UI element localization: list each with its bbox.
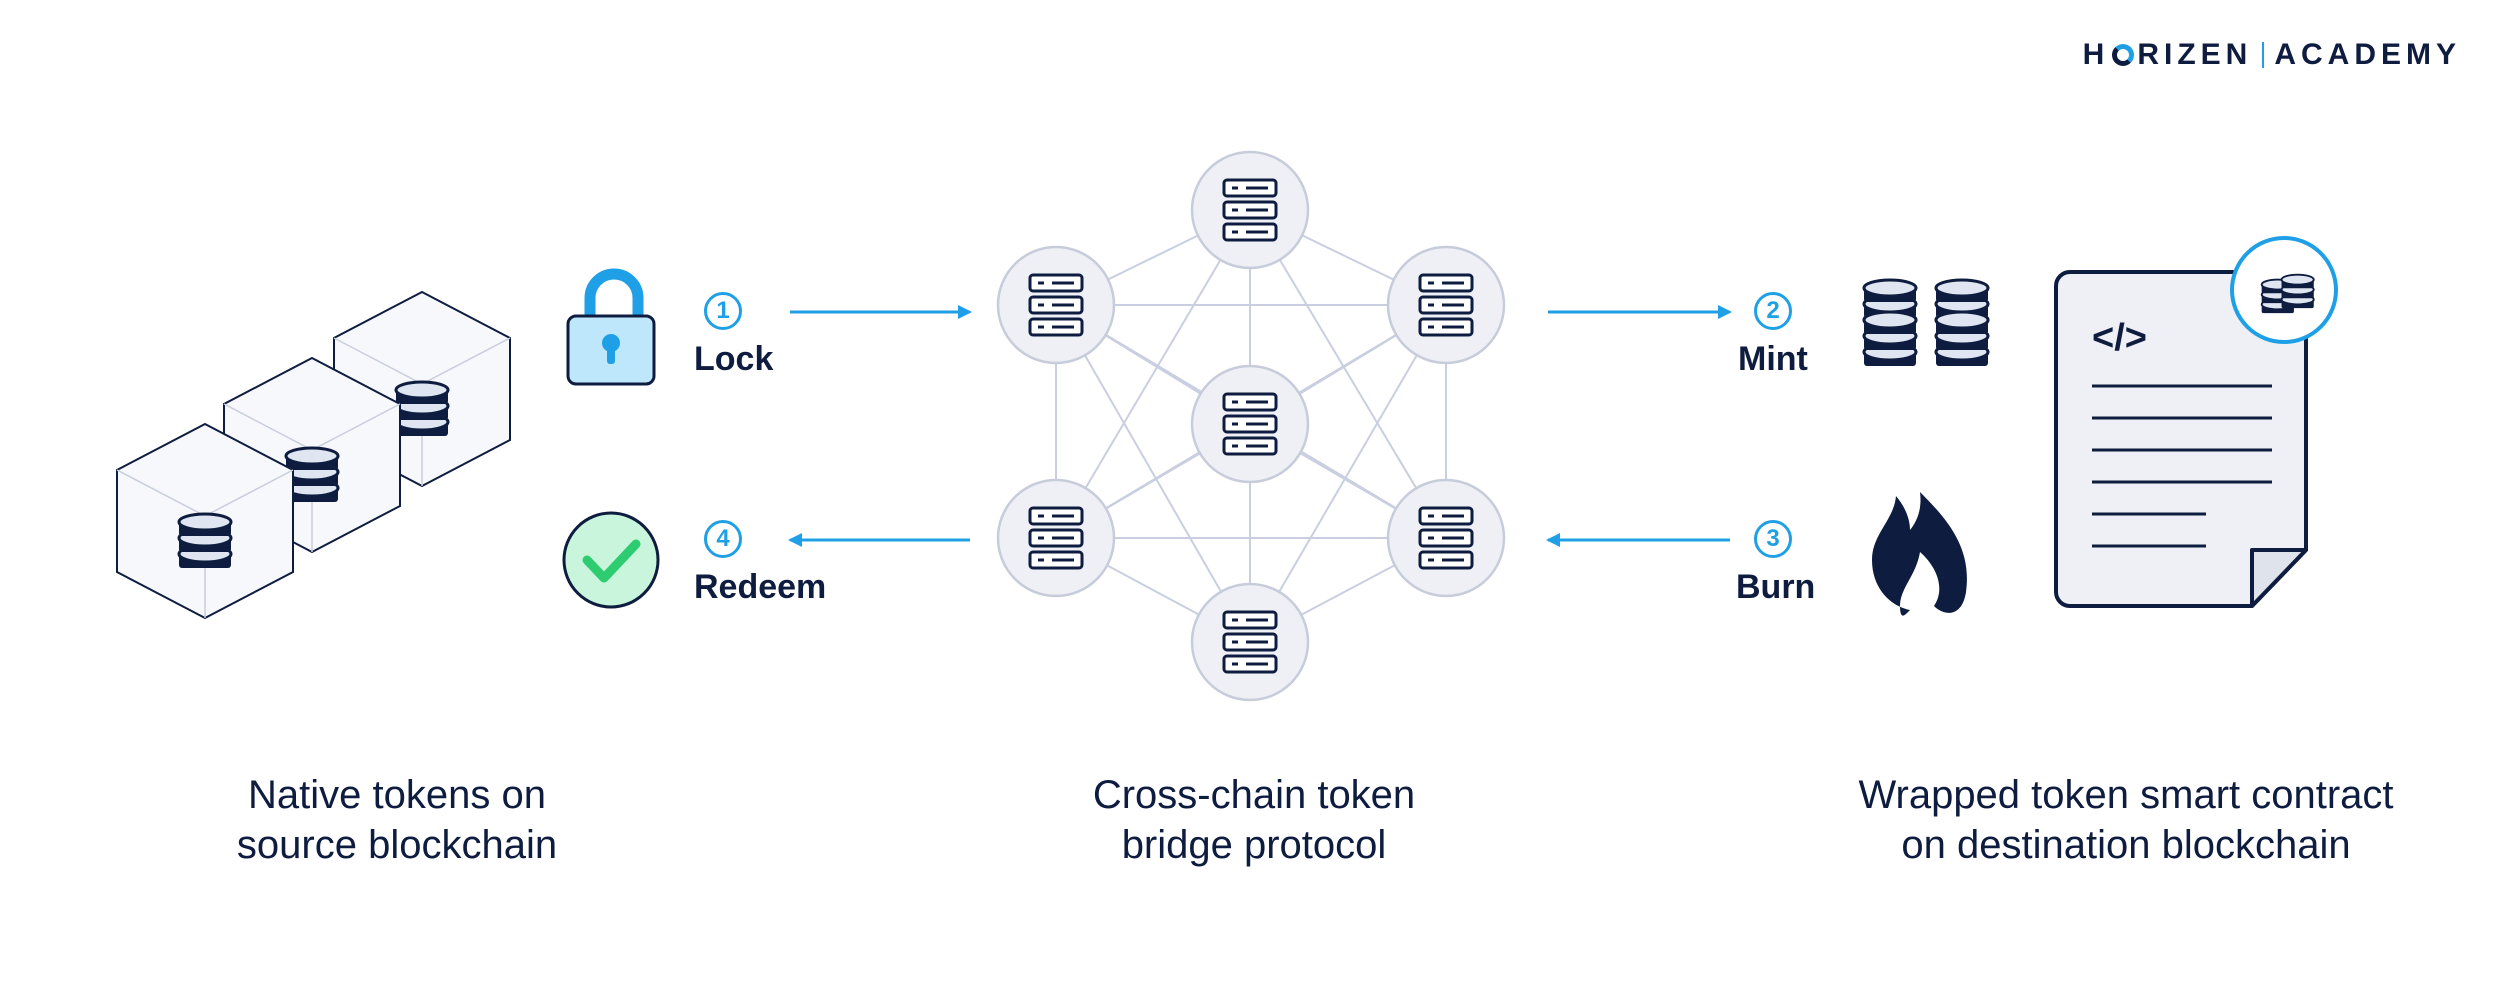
smart-contract-document: </> <box>2054 236 2338 608</box>
server-node <box>1190 364 1310 484</box>
badge-coin-stack-icon <box>2260 273 2315 315</box>
network-nodes <box>996 150 1506 702</box>
network-edge <box>1249 304 1447 643</box>
step-number-1: 1 <box>704 292 742 330</box>
lock-icon <box>566 268 656 386</box>
network-edge <box>1249 209 1447 539</box>
coin-stack-icon <box>177 512 233 570</box>
step-number-2: 2 <box>1754 292 1792 330</box>
server-icon <box>1028 273 1084 337</box>
caption-line: bridge protocol <box>1121 823 1387 867</box>
caption-native-tokens: Native tokens on source blockchain <box>97 770 697 870</box>
server-icon <box>1222 178 1278 242</box>
checkmark-icon <box>562 511 660 609</box>
server-node <box>1386 245 1506 365</box>
server-node <box>996 245 1116 365</box>
step-number-3: 3 <box>1754 520 1792 558</box>
native-token-cubes <box>116 290 511 620</box>
server-icon <box>1028 506 1084 570</box>
caption-line: on destination blockchain <box>1901 823 2351 867</box>
step-label-redeem: Redeem <box>694 568 827 606</box>
server-icon <box>1222 392 1278 456</box>
server-icon <box>1418 506 1474 570</box>
server-icon <box>1418 273 1474 337</box>
logo-letter-h: H <box>2082 38 2110 71</box>
token-cube <box>116 422 294 620</box>
step-label-lock: Lock <box>694 340 774 378</box>
network-edge <box>1055 209 1251 539</box>
caption-line: Native tokens on <box>248 773 546 817</box>
logo-divider <box>2262 42 2265 68</box>
caption-bridge-protocol: Cross-chain token bridge protocol <box>954 770 1554 870</box>
server-node <box>996 478 1116 598</box>
logo-academy-text: ACADEMY <box>2274 38 2461 71</box>
caption-line: source blockchain <box>236 823 558 867</box>
step-label-burn: Burn <box>1736 568 1816 606</box>
horizen-academy-logo: H RIZEN ACADEMY <box>2083 38 2461 72</box>
caption-line: Cross-chain token <box>1092 773 1416 817</box>
server-icon <box>1222 610 1278 674</box>
logo-brand-text: RIZEN <box>2137 38 2253 71</box>
caption-line: Wrapped token smart contract <box>1858 773 2394 817</box>
flame-icon <box>1872 492 1967 616</box>
step-number-4: 4 <box>704 520 742 558</box>
code-glyph: </> <box>2092 317 2147 359</box>
minted-coins-icon <box>1862 278 1990 368</box>
server-node <box>1190 150 1310 270</box>
coin-stack-icon <box>394 380 450 438</box>
network-edge <box>1055 304 1251 643</box>
server-node <box>1386 478 1506 598</box>
logo-o-icon <box>2112 44 2135 66</box>
step-label-mint: Mint <box>1738 340 1808 378</box>
server-node <box>1190 582 1310 702</box>
caption-wrapped-contract: Wrapped token smart contract on destinat… <box>1826 770 2426 870</box>
